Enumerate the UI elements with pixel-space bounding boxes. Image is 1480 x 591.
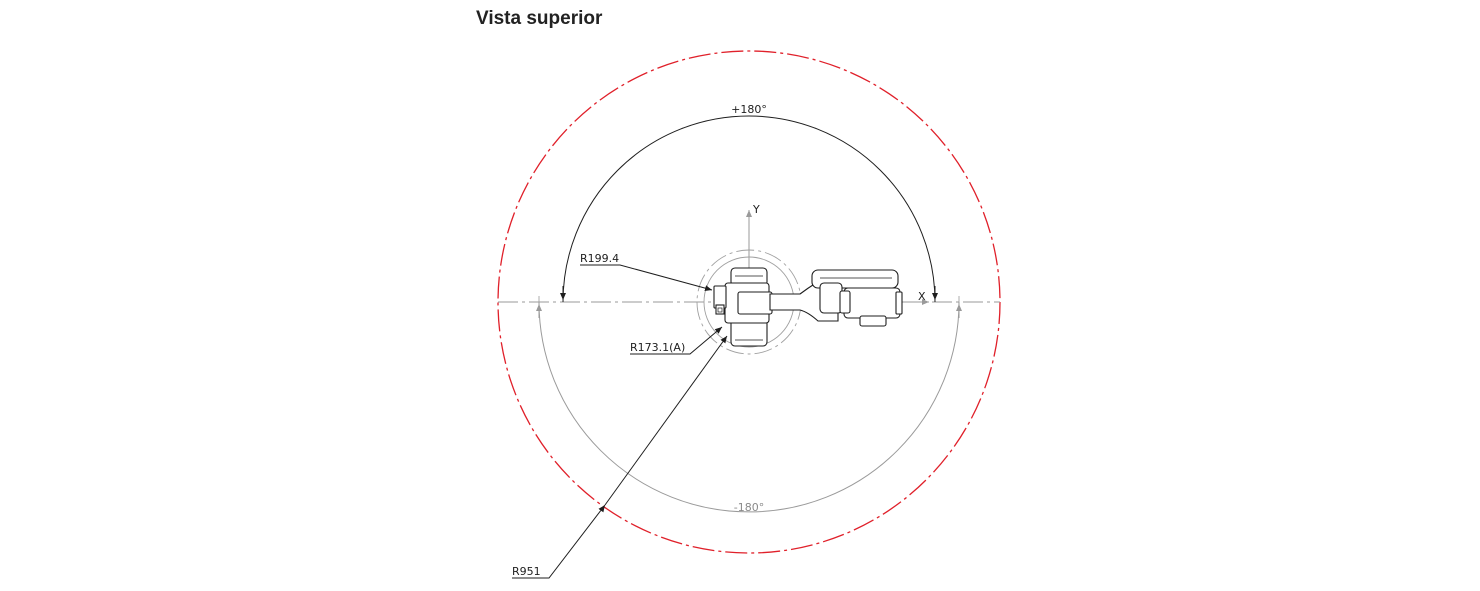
label-r951: R951: [512, 565, 541, 578]
label-r173: R173.1(A): [630, 341, 685, 354]
label-r199: R199.4: [580, 252, 619, 265]
leader-r173: [630, 326, 723, 355]
label-minus-180: -180°: [734, 501, 764, 514]
leader-r951-arrow: [598, 335, 728, 513]
leader-r951: [512, 504, 606, 579]
label-x-axis: X: [918, 290, 926, 303]
minus-180-arc: [538, 301, 960, 513]
leader-r199: [580, 264, 713, 292]
plus-180-arc: [562, 115, 936, 303]
label-plus-180: +180°: [731, 103, 767, 116]
page-title: Vista superior: [476, 8, 603, 29]
robot-arm: [713, 267, 903, 347]
label-y-axis: Y: [752, 203, 760, 216]
